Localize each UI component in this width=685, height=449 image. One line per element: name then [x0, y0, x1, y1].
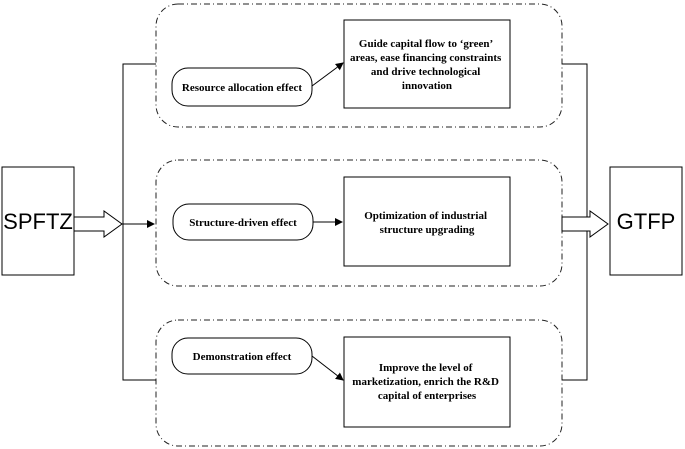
- outcome-box-resource-allocation: [343, 19, 511, 109]
- outcome-line: structure upgrading: [380, 224, 475, 236]
- outcome-text-resource-allocation: Guide capital flow to ‘green’ areas, eas…: [350, 38, 504, 92]
- outcome-line: and drive technological: [371, 66, 480, 78]
- outcome-box-structure-driven: [343, 176, 511, 267]
- outcome-text-demonstration: Improve the level of marketization, enri…: [352, 362, 501, 402]
- effect-pill-resource-allocation: [171, 67, 313, 107]
- outcome-line: capital of enterprises: [378, 390, 477, 402]
- effect-label-structure-driven: Structure-driven effect: [189, 217, 297, 229]
- outcome-line: Guide capital flow to ‘green’: [359, 38, 493, 50]
- group-container-resource-allocation: [155, 3, 563, 128]
- hollow-arrow-from-source: [73, 210, 123, 238]
- source-node-box: [1, 166, 75, 276]
- outcome-line: innovation: [402, 80, 452, 92]
- effect-label-resource-allocation: Resource allocation effect: [182, 82, 302, 94]
- target-node-label: GTFP: [617, 209, 676, 234]
- hollow-arrow-to-target: [561, 210, 609, 238]
- arrow-demonstration-to-outcome: [311, 355, 344, 381]
- outcome-text-structure-driven: Optimization of industrial structure upg…: [364, 210, 490, 236]
- outcome-line: marketization, enrich the R&D: [352, 376, 499, 388]
- effect-label-demonstration: Demonstration effect: [193, 351, 292, 363]
- target-node-box: [609, 166, 683, 276]
- outcome-line: areas, ease financing constraints: [350, 52, 502, 64]
- outcome-line: Optimization of industrial: [364, 210, 487, 222]
- outcome-box-demonstration: [343, 336, 511, 428]
- source-node-label: SPFTZ: [3, 209, 73, 234]
- outcome-line: Improve the level of: [379, 362, 473, 374]
- left-bracket-connector: [122, 63, 156, 381]
- group-container-demonstration: [155, 319, 563, 447]
- group-container-structure-driven: [155, 159, 563, 287]
- arrow-resource-to-outcome: [311, 62, 344, 87]
